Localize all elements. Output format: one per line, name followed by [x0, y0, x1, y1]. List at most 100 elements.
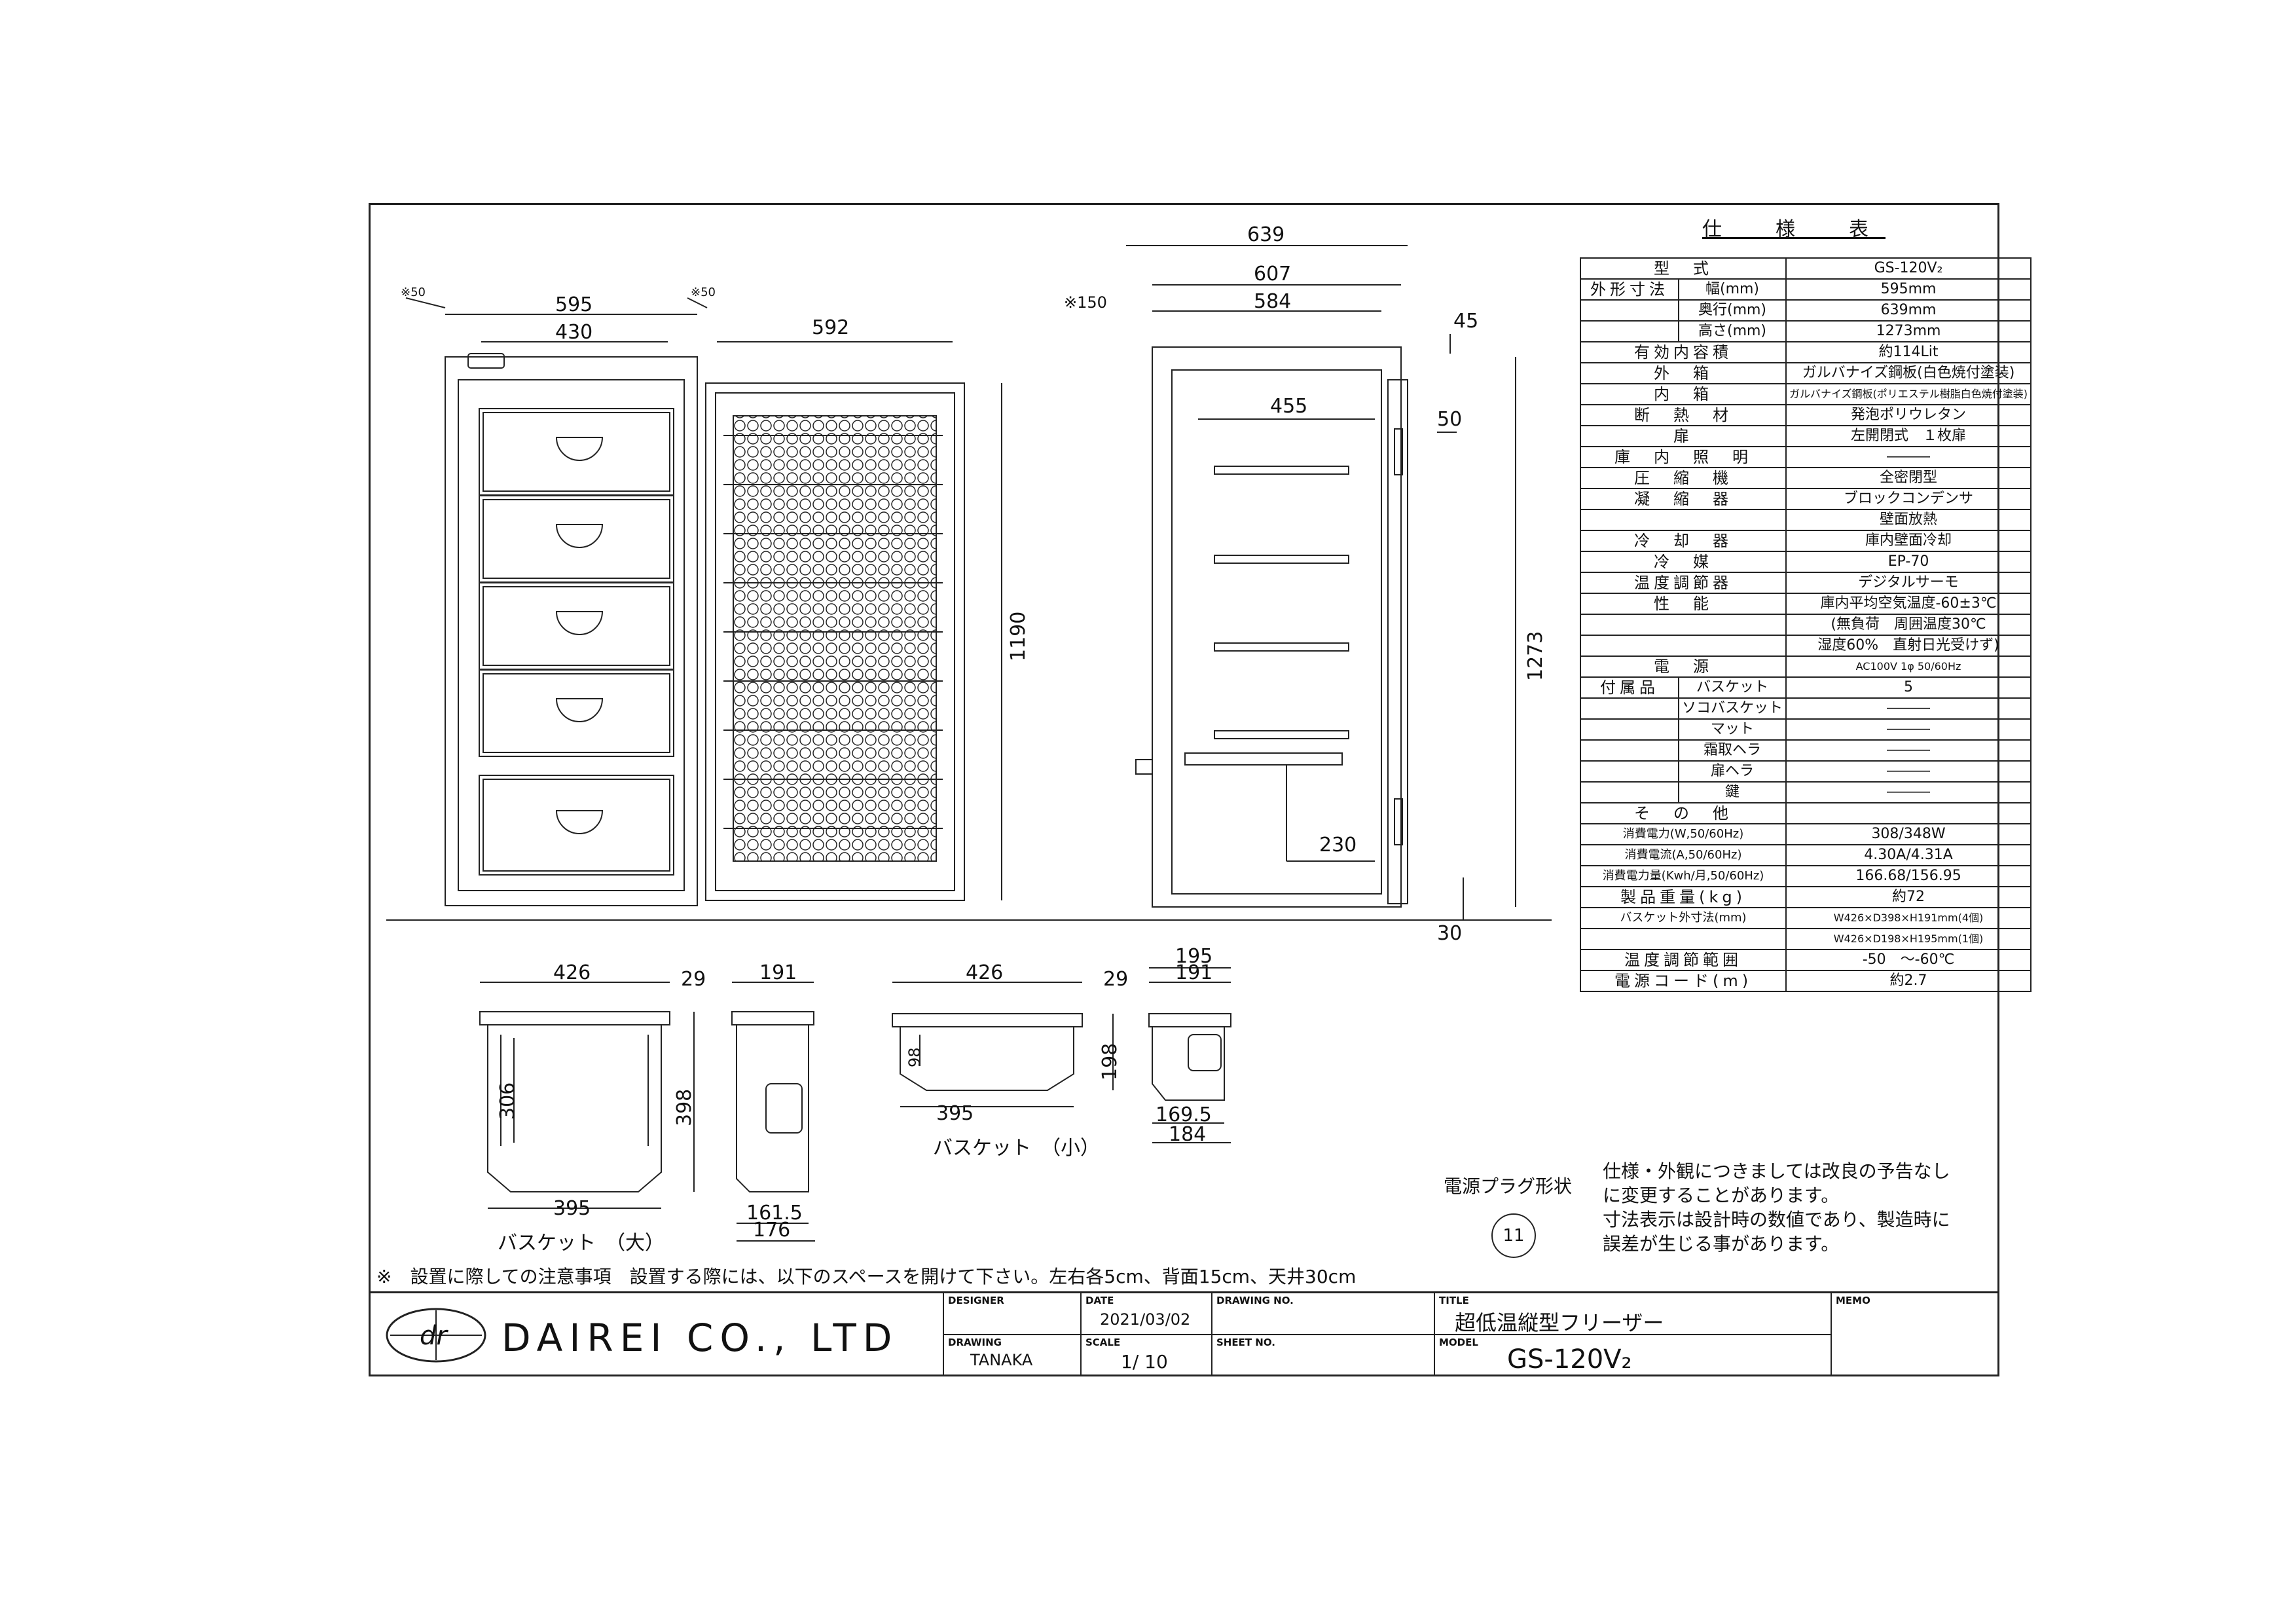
spec-value: ――― — [1785, 781, 2032, 803]
spec-label — [1580, 781, 1679, 803]
memo-cell: MEMO — [1831, 1293, 1997, 1376]
spec-label: 外 箱 — [1579, 362, 1787, 384]
notes: 仕様・外観につきましては改良の予告なし に変更することがあります。 寸法表示は設… — [1603, 1159, 2002, 1256]
spec-label — [1579, 635, 1787, 657]
spec-value: W426×D398×H191mm(4個) — [1785, 907, 2032, 929]
spec-row: 扉ヘラ――― — [1580, 760, 2032, 783]
spec-label: 凝 縮 器 — [1579, 488, 1787, 510]
spec-value: 庫内平均空気温度-60±3℃ — [1785, 593, 2032, 615]
spec-label: 付属品 — [1580, 676, 1679, 699]
spec-value: 308/348W — [1785, 823, 2032, 845]
note-line: 誤差が生じる事があります。 — [1603, 1233, 1840, 1255]
sheet-no-cell: SHEET NO. — [1211, 1335, 1434, 1376]
spec-sublabel: バスケット — [1677, 676, 1787, 699]
spec-label — [1579, 928, 1787, 950]
spec-row: 扉左開閉式 １枚扉 — [1579, 425, 2032, 447]
spec-row: 凝 縮 器ブロックコンデンサ — [1579, 488, 2032, 510]
spec-row: 性 能庫内平均空気温度-60±3℃ — [1579, 593, 2032, 615]
spec-value: 1273mm — [1785, 320, 2032, 342]
spec-value: 5 — [1785, 676, 2032, 699]
spec-label: 有効内容積 — [1579, 341, 1787, 363]
spec-value: W426×D198×H195mm(1個) — [1785, 928, 2032, 950]
dim-door-width: 592 — [812, 316, 849, 339]
spec-label: 型 式 — [1579, 257, 1787, 280]
basket-large-top — [479, 1011, 670, 1025]
dim-basket-s-29: 29 — [1103, 968, 1128, 991]
spec-value: ――― — [1785, 718, 2032, 741]
spec-row: 製品重量(kg)約72 — [1579, 886, 2032, 908]
spec-row: バスケット外寸法(mm)W426×D398×H191mm(4個) — [1579, 907, 2032, 929]
spec-value: -50 ～-60℃ — [1785, 949, 2032, 971]
drawing-cell: DRAWING TANAKA — [943, 1335, 1080, 1376]
spec-sublabel: 霜取ヘラ — [1677, 739, 1787, 762]
spec-value: 4.30A/4.31A — [1785, 844, 2032, 866]
drawing-title: 超低温縦型フリーザー — [1455, 1310, 1664, 1335]
spec-label: 冷 媒 — [1579, 551, 1787, 573]
installation-note: ※ 設置に際しての注意事項 設置する際には、以下のスペースを開けて下さい。左右各… — [376, 1266, 1357, 1287]
basket-small-top — [892, 1013, 1083, 1027]
dim-front-height: 1190 — [1007, 612, 1030, 661]
spec-sublabel: ソコバスケット — [1677, 697, 1787, 720]
dim-basket-s-198: 198 — [1099, 1043, 1121, 1080]
spec-label — [1580, 299, 1679, 322]
spec-value: 約2.7 — [1785, 970, 2032, 992]
dim-basket-l-395: 395 — [553, 1197, 591, 1220]
spec-row: 霜取ヘラ――― — [1580, 739, 2032, 762]
company-logo-icon: dr — [386, 1308, 486, 1363]
spec-row: 温度調節器デジタルサーモ — [1579, 572, 2032, 594]
drawers — [479, 408, 674, 876]
spec-value: ――― — [1785, 446, 2032, 468]
side-cabinet — [1152, 346, 1402, 908]
dim-basket-l-398: 398 — [673, 1089, 696, 1126]
spec-sublabel: 奥行(mm) — [1677, 299, 1787, 322]
spec-sublabel: 扉ヘラ — [1677, 760, 1787, 783]
dim-basket-l-306: 306 — [496, 1082, 519, 1120]
dim-basket-s-98: 98 — [905, 1047, 924, 1067]
spec-value: 全密閉型 — [1785, 467, 2032, 489]
spec-label — [1580, 760, 1679, 783]
spec-row: W426×D198×H195mm(1個) — [1579, 928, 2032, 950]
spec-label — [1580, 718, 1679, 741]
note-line: 寸法表示は設計時の数値であり、製造時に — [1603, 1209, 1950, 1230]
dim-side-455: 455 — [1270, 395, 1307, 418]
spec-label: バスケット外寸法(mm) — [1579, 907, 1787, 929]
spec-sublabel: 高さ(mm) — [1677, 320, 1787, 342]
spec-row: 外 箱ガルバナイズ鋼板(白色焼付塗装) — [1579, 362, 2032, 384]
dim-side-45: 45 — [1453, 310, 1478, 333]
note-line: 仕様・外観につきましては改良の予告なし — [1603, 1160, 1950, 1182]
spec-value: 166.68/156.95 — [1785, 865, 2032, 887]
spec-row: 圧 縮 機全密閉型 — [1579, 467, 2032, 489]
spec-value: 発泡ポリウレタン — [1785, 404, 2032, 426]
spec-label — [1580, 739, 1679, 762]
spec-row: 高さ(mm)1273mm — [1580, 320, 2032, 342]
spec-row: マット――― — [1580, 718, 2032, 741]
dim-basket-s-426: 426 — [966, 961, 1003, 984]
spec-value: ――― — [1785, 697, 2032, 720]
model-cell: MODEL GS-120V₂ — [1434, 1335, 1831, 1376]
spec-value: デジタルサーモ — [1785, 572, 2032, 594]
spec-value — [1785, 802, 2032, 824]
spec-row: 消費電流(A,50/60Hz)4.30A/4.31A — [1579, 844, 2032, 866]
dim-basket-s-395: 395 — [936, 1102, 974, 1125]
spec-value: 湿度60% 直射日光受けず) — [1785, 635, 2032, 657]
spec-label — [1579, 509, 1787, 531]
dim-side-607: 607 — [1254, 263, 1291, 286]
spec-label: 外形寸法 — [1580, 278, 1679, 301]
company-name: DAIREI CO., LTD — [501, 1316, 899, 1360]
spec-row: 壁面放熱 — [1579, 509, 2032, 531]
title-cell: TITLE 超低温縦型フリーザー — [1434, 1293, 1831, 1335]
spec-row: 消費電力(W,50/60Hz)308/348W — [1579, 823, 2032, 845]
title-block: dr DAIREI CO., LTD DESIGNER DRAWING TANA… — [371, 1291, 1997, 1376]
date-cell: DATE 2021/03/02 — [1080, 1293, 1211, 1335]
spec-value: 壁面放熱 — [1785, 509, 2032, 531]
spec-value: GS-120V₂ — [1785, 257, 2032, 280]
spec-value: ガルバナイズ鋼板(白色焼付塗装) — [1785, 362, 2032, 384]
basket-small-label: バスケット （小） — [933, 1137, 1100, 1160]
spec-value: 約114Lit — [1785, 341, 2032, 363]
open-door — [705, 382, 965, 901]
dim-side-584: 584 — [1254, 290, 1291, 313]
dim-basket-s-169: 169.5 — [1156, 1103, 1212, 1126]
spec-label: 製品重量(kg) — [1579, 886, 1787, 908]
